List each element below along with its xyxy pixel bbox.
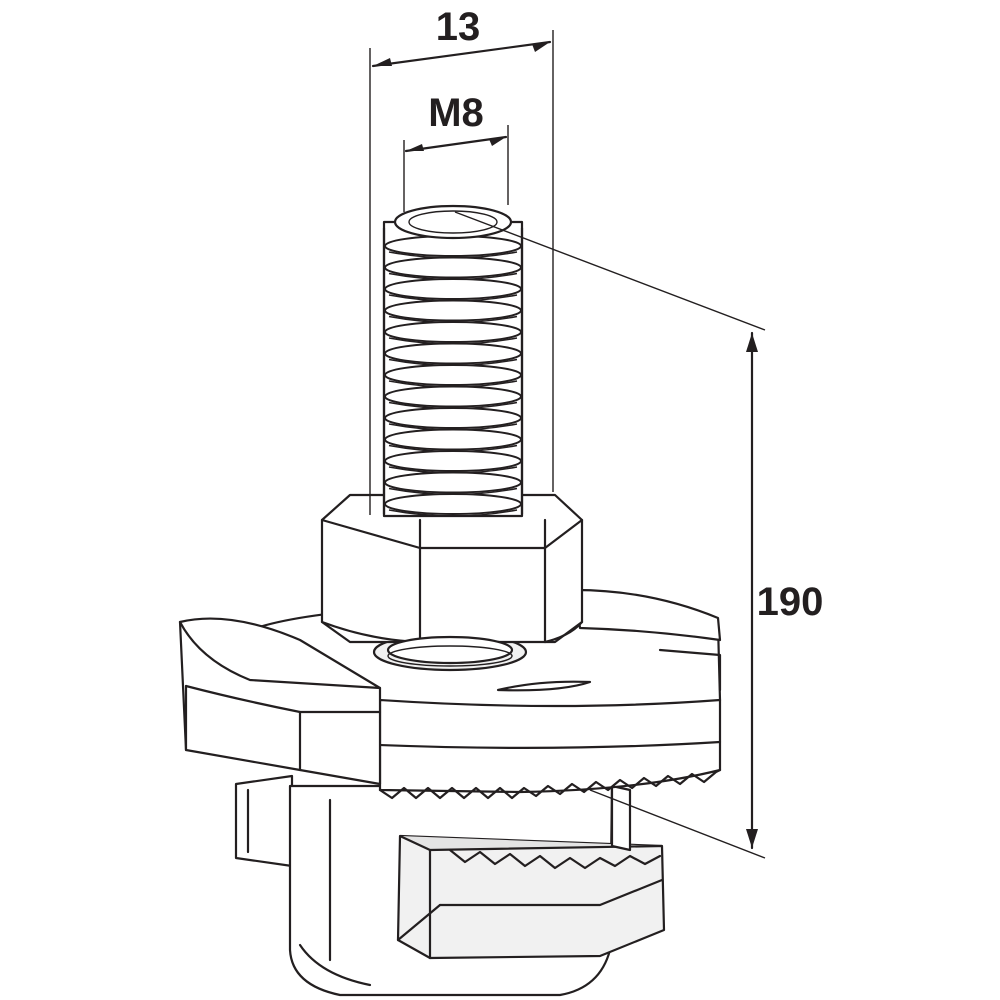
thread-ridge — [384, 364, 522, 386]
thread-ridge — [384, 299, 522, 322]
dimension-head-width: 13 — [369, 5, 554, 515]
thread-ridge — [384, 385, 522, 408]
thread-root — [388, 509, 518, 517]
thread-ridge — [384, 471, 522, 494]
dimension-thread-size: M8 — [403, 91, 509, 212]
dimension-overall-height: 190 — [454, 211, 824, 859]
thread-ridge — [384, 407, 522, 429]
dimension-label-m8: M8 — [428, 91, 484, 135]
thread-ridge — [384, 450, 522, 472]
thread-ridge — [384, 321, 522, 343]
dimension-label-190: 190 — [757, 580, 824, 624]
jaw-teeth — [448, 848, 662, 870]
dimension-label-13: 13 — [436, 5, 481, 49]
wing-lever — [178, 617, 382, 786]
thread-ridge — [384, 493, 522, 515]
thread-ridge — [384, 278, 522, 300]
thread-ridge — [384, 342, 522, 365]
thread-ridge — [384, 256, 522, 279]
threaded-stud — [382, 204, 524, 667]
thread-ridge — [384, 428, 522, 451]
t-slot-block — [234, 774, 666, 997]
